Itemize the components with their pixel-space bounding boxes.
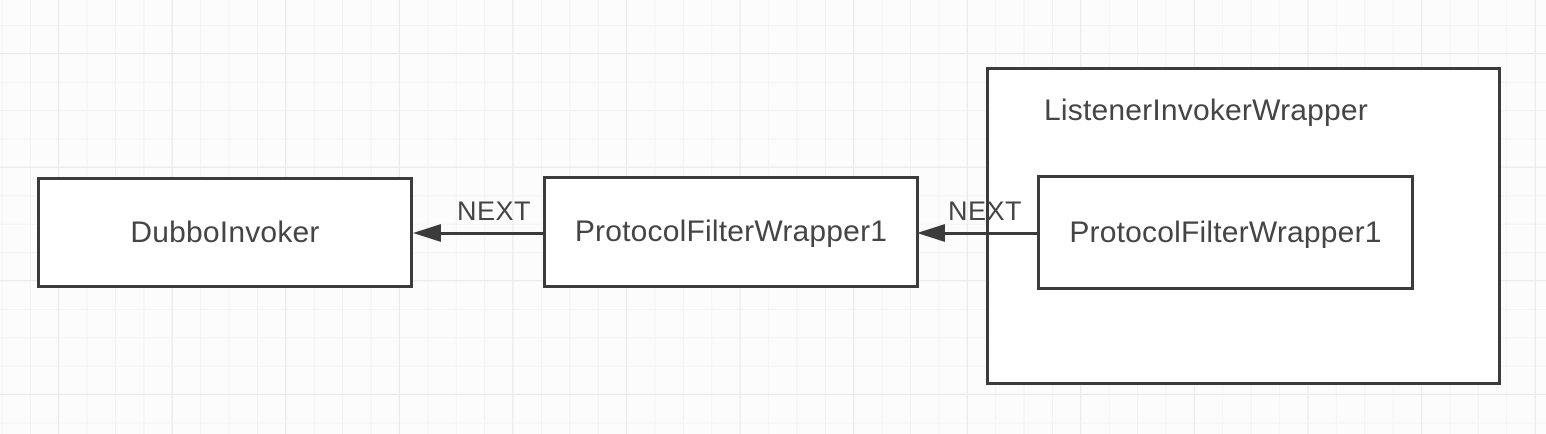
arrow-left-icon: [917, 224, 945, 242]
node-protocol-filter-wrapper-label: ProtocolFilterWrapper1: [574, 215, 888, 248]
arrow-line: [941, 232, 1037, 235]
node-inner-protocol-filter-wrapper-label: ProtocolFilterWrapper1: [1069, 215, 1382, 249]
edge-label-next: NEXT: [457, 196, 532, 226]
node-dubbo-invoker[interactable]: DubboInvoker: [37, 177, 413, 288]
edge-next-to-protocol-filter-wrapper[interactable]: NEXT: [917, 196, 1037, 243]
edge-label-next: NEXT: [948, 196, 1023, 226]
node-dubbo-invoker-label: DubboInvoker: [130, 215, 320, 249]
node-protocol-filter-wrapper[interactable]: ProtocolFilterWrapper1: [543, 176, 919, 288]
arrow-left-icon: [413, 224, 441, 242]
edge-next-to-dubbo-invoker[interactable]: NEXT: [413, 196, 543, 243]
node-listener-invoker-wrapper-label: ListenerInvokerWrapper: [1044, 94, 1368, 127]
arrow-line: [437, 232, 543, 235]
node-inner-protocol-filter-wrapper[interactable]: ProtocolFilterWrapper1: [1037, 175, 1414, 290]
node-listener-invoker-wrapper[interactable]: ListenerInvokerWrapper ProtocolFilterWra…: [986, 67, 1501, 385]
